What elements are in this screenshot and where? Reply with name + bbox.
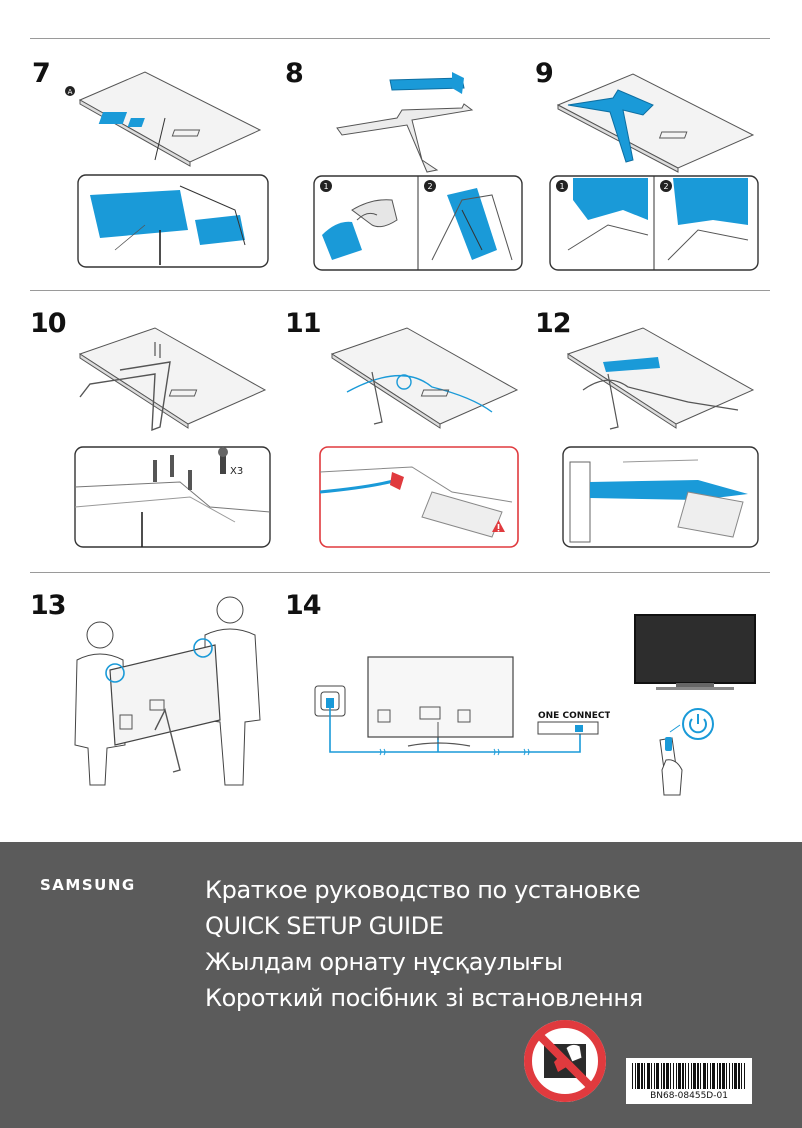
- step-number-12: 12: [535, 308, 572, 339]
- marker-a: A: [65, 86, 75, 96]
- step-number-14: 14: [285, 590, 322, 621]
- svg-text:2: 2: [427, 182, 432, 191]
- svg-text:A: A: [68, 88, 73, 96]
- sub-step-2-marker: 2: [424, 180, 436, 192]
- power-icon: [682, 708, 714, 740]
- screw-icon: [218, 447, 228, 474]
- warning-icon: [492, 520, 505, 532]
- step-13-illustration: [55, 590, 270, 790]
- tv-and-remote-illustration: [620, 600, 770, 800]
- separator: [30, 290, 770, 291]
- svg-text:2: 2: [663, 182, 668, 191]
- step-number-11: 11: [285, 308, 322, 339]
- sub-step-1-marker: 1: [320, 180, 332, 192]
- title-ukrainian: Короткий посібник зі встановлення: [205, 984, 643, 1012]
- separator: [30, 572, 770, 573]
- step-8-illustration: 1 2: [312, 60, 524, 272]
- step-number-7: 7: [32, 58, 51, 89]
- power-plug-icon: [314, 685, 346, 717]
- samsung-logo: SAMSUNG: [40, 876, 136, 894]
- separator: [30, 38, 770, 39]
- step-12-illustration: [548, 312, 760, 552]
- one-connect-label: ONE CONNECT: [538, 711, 610, 721]
- sub-step-2-marker: 2: [660, 180, 672, 192]
- step-number-8: 8: [285, 58, 304, 89]
- title-english: QUICK SETUP GUIDE: [205, 912, 444, 940]
- sub-step-1-marker: 1: [556, 180, 568, 192]
- step-14-illustration: ONE CONNECT: [310, 612, 610, 772]
- barcode-number: BN68-08455D-01: [650, 1091, 728, 1101]
- svg-text:X3: X3: [230, 466, 243, 477]
- no-touch-screen-icon: [522, 1018, 608, 1104]
- step-number-10: 10: [30, 308, 67, 339]
- title-kazakh: Жылдам орнату нұсқаулығы: [205, 948, 563, 976]
- step-10-illustration: X3: [60, 312, 272, 552]
- step-number-13: 13: [30, 590, 67, 621]
- guide-titles: Краткое руководство по установке QUICK S…: [205, 872, 643, 1016]
- svg-text:1: 1: [323, 182, 328, 191]
- title-russian: Краткое руководство по установке: [205, 876, 641, 904]
- step-11-illustration: [312, 312, 524, 552]
- barcode: BN68-08455D-01: [626, 1058, 752, 1104]
- step-7-illustration: A: [60, 60, 270, 270]
- svg-text:1: 1: [559, 182, 564, 191]
- step-number-9: 9: [535, 58, 554, 89]
- step-9-illustration: 1 2: [548, 60, 760, 272]
